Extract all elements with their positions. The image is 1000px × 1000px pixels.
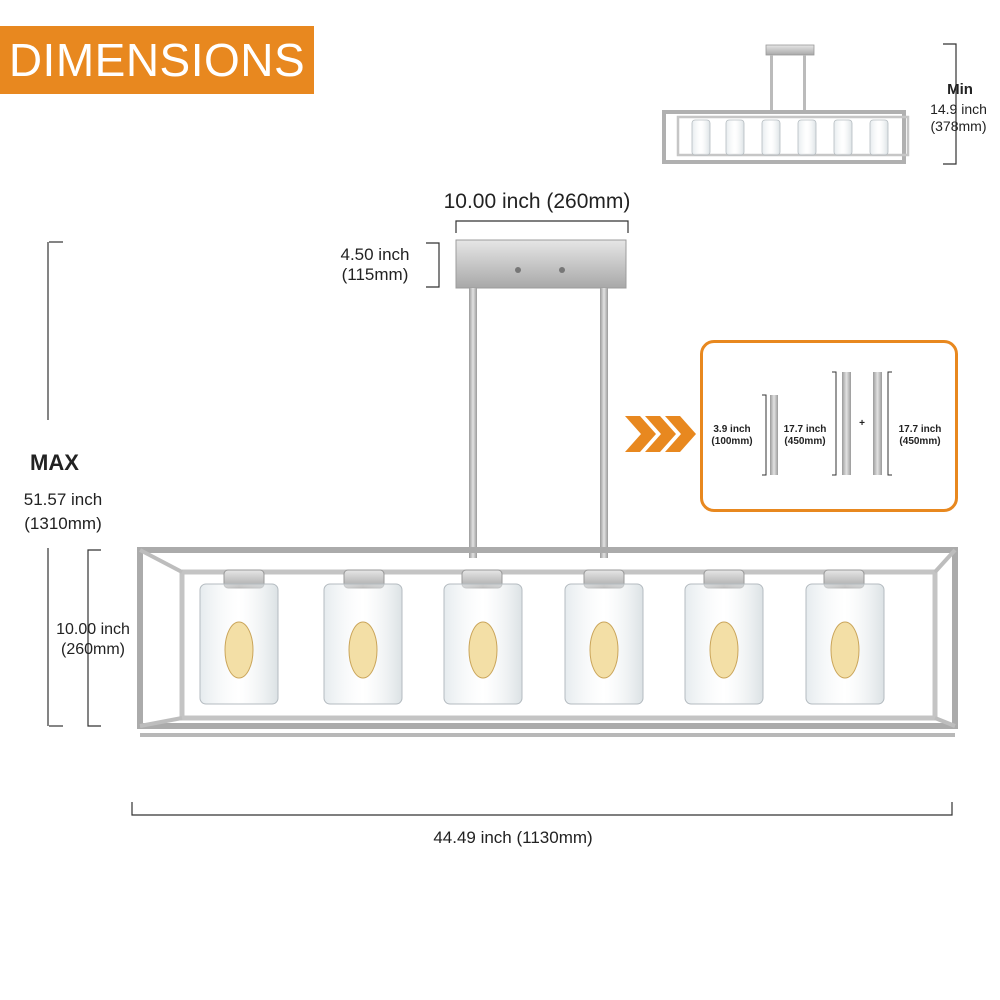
fixture-length-bracket: [131, 802, 953, 816]
shade-2: [323, 569, 403, 705]
canopy-image: [455, 239, 627, 289]
max-height-bracket: [47, 241, 63, 727]
fixture-height-bracket: [87, 549, 101, 727]
rod-2-inch: 17.7 inch: [783, 424, 827, 435]
fixture-frame-image: [137, 547, 958, 737]
shade-5: [684, 569, 764, 705]
rod-left: [469, 288, 477, 558]
dimensions-banner: DIMENSIONS: [0, 26, 314, 94]
rod-3-inch: 17.7 inch: [898, 424, 942, 435]
canopy-width-bracket: [455, 220, 629, 233]
min-height-inch: 14.9 inch: [930, 101, 987, 117]
shade-1: [199, 569, 279, 705]
shade-4: [564, 569, 644, 705]
shade-6: [805, 569, 885, 705]
canopy-height-mm: (115mm): [341, 265, 409, 284]
fixture-height-mm: (260mm): [60, 641, 125, 658]
rod-right: [600, 288, 608, 558]
canopy-height-inch: 4.50 inch: [340, 245, 410, 264]
min-height-mm: (378mm): [930, 118, 987, 134]
callout-rods: [762, 371, 892, 476]
max-height-title: MAX: [30, 450, 79, 475]
rod-3-mm: (450mm): [899, 436, 941, 447]
glass-shades: [199, 569, 885, 705]
canopy-width-label: 10.00 inch (260mm): [443, 190, 631, 213]
canopy-height-bracket: [426, 242, 440, 288]
mini-fixture-image: [662, 44, 910, 164]
shade-3: [443, 569, 523, 705]
rod-options-callout: [700, 340, 958, 512]
chevron-arrows-icon: [625, 416, 696, 452]
min-height-bracket: [943, 43, 957, 165]
fixture-length-label: 44.49 inch (1130mm): [433, 828, 593, 847]
rod-2-mm: (450mm): [784, 436, 826, 447]
min-height-title: Min: [947, 81, 973, 98]
rod-1-mm: (100mm): [711, 436, 753, 447]
rod-1-inch: 3.9 inch: [713, 424, 751, 435]
max-height-inch: 51.57 inch: [23, 490, 103, 509]
fixture-height-inch: 10.00 inch: [56, 621, 130, 638]
rod-plus-sign: +: [859, 418, 865, 429]
max-height-mm: (1310mm): [24, 514, 102, 533]
